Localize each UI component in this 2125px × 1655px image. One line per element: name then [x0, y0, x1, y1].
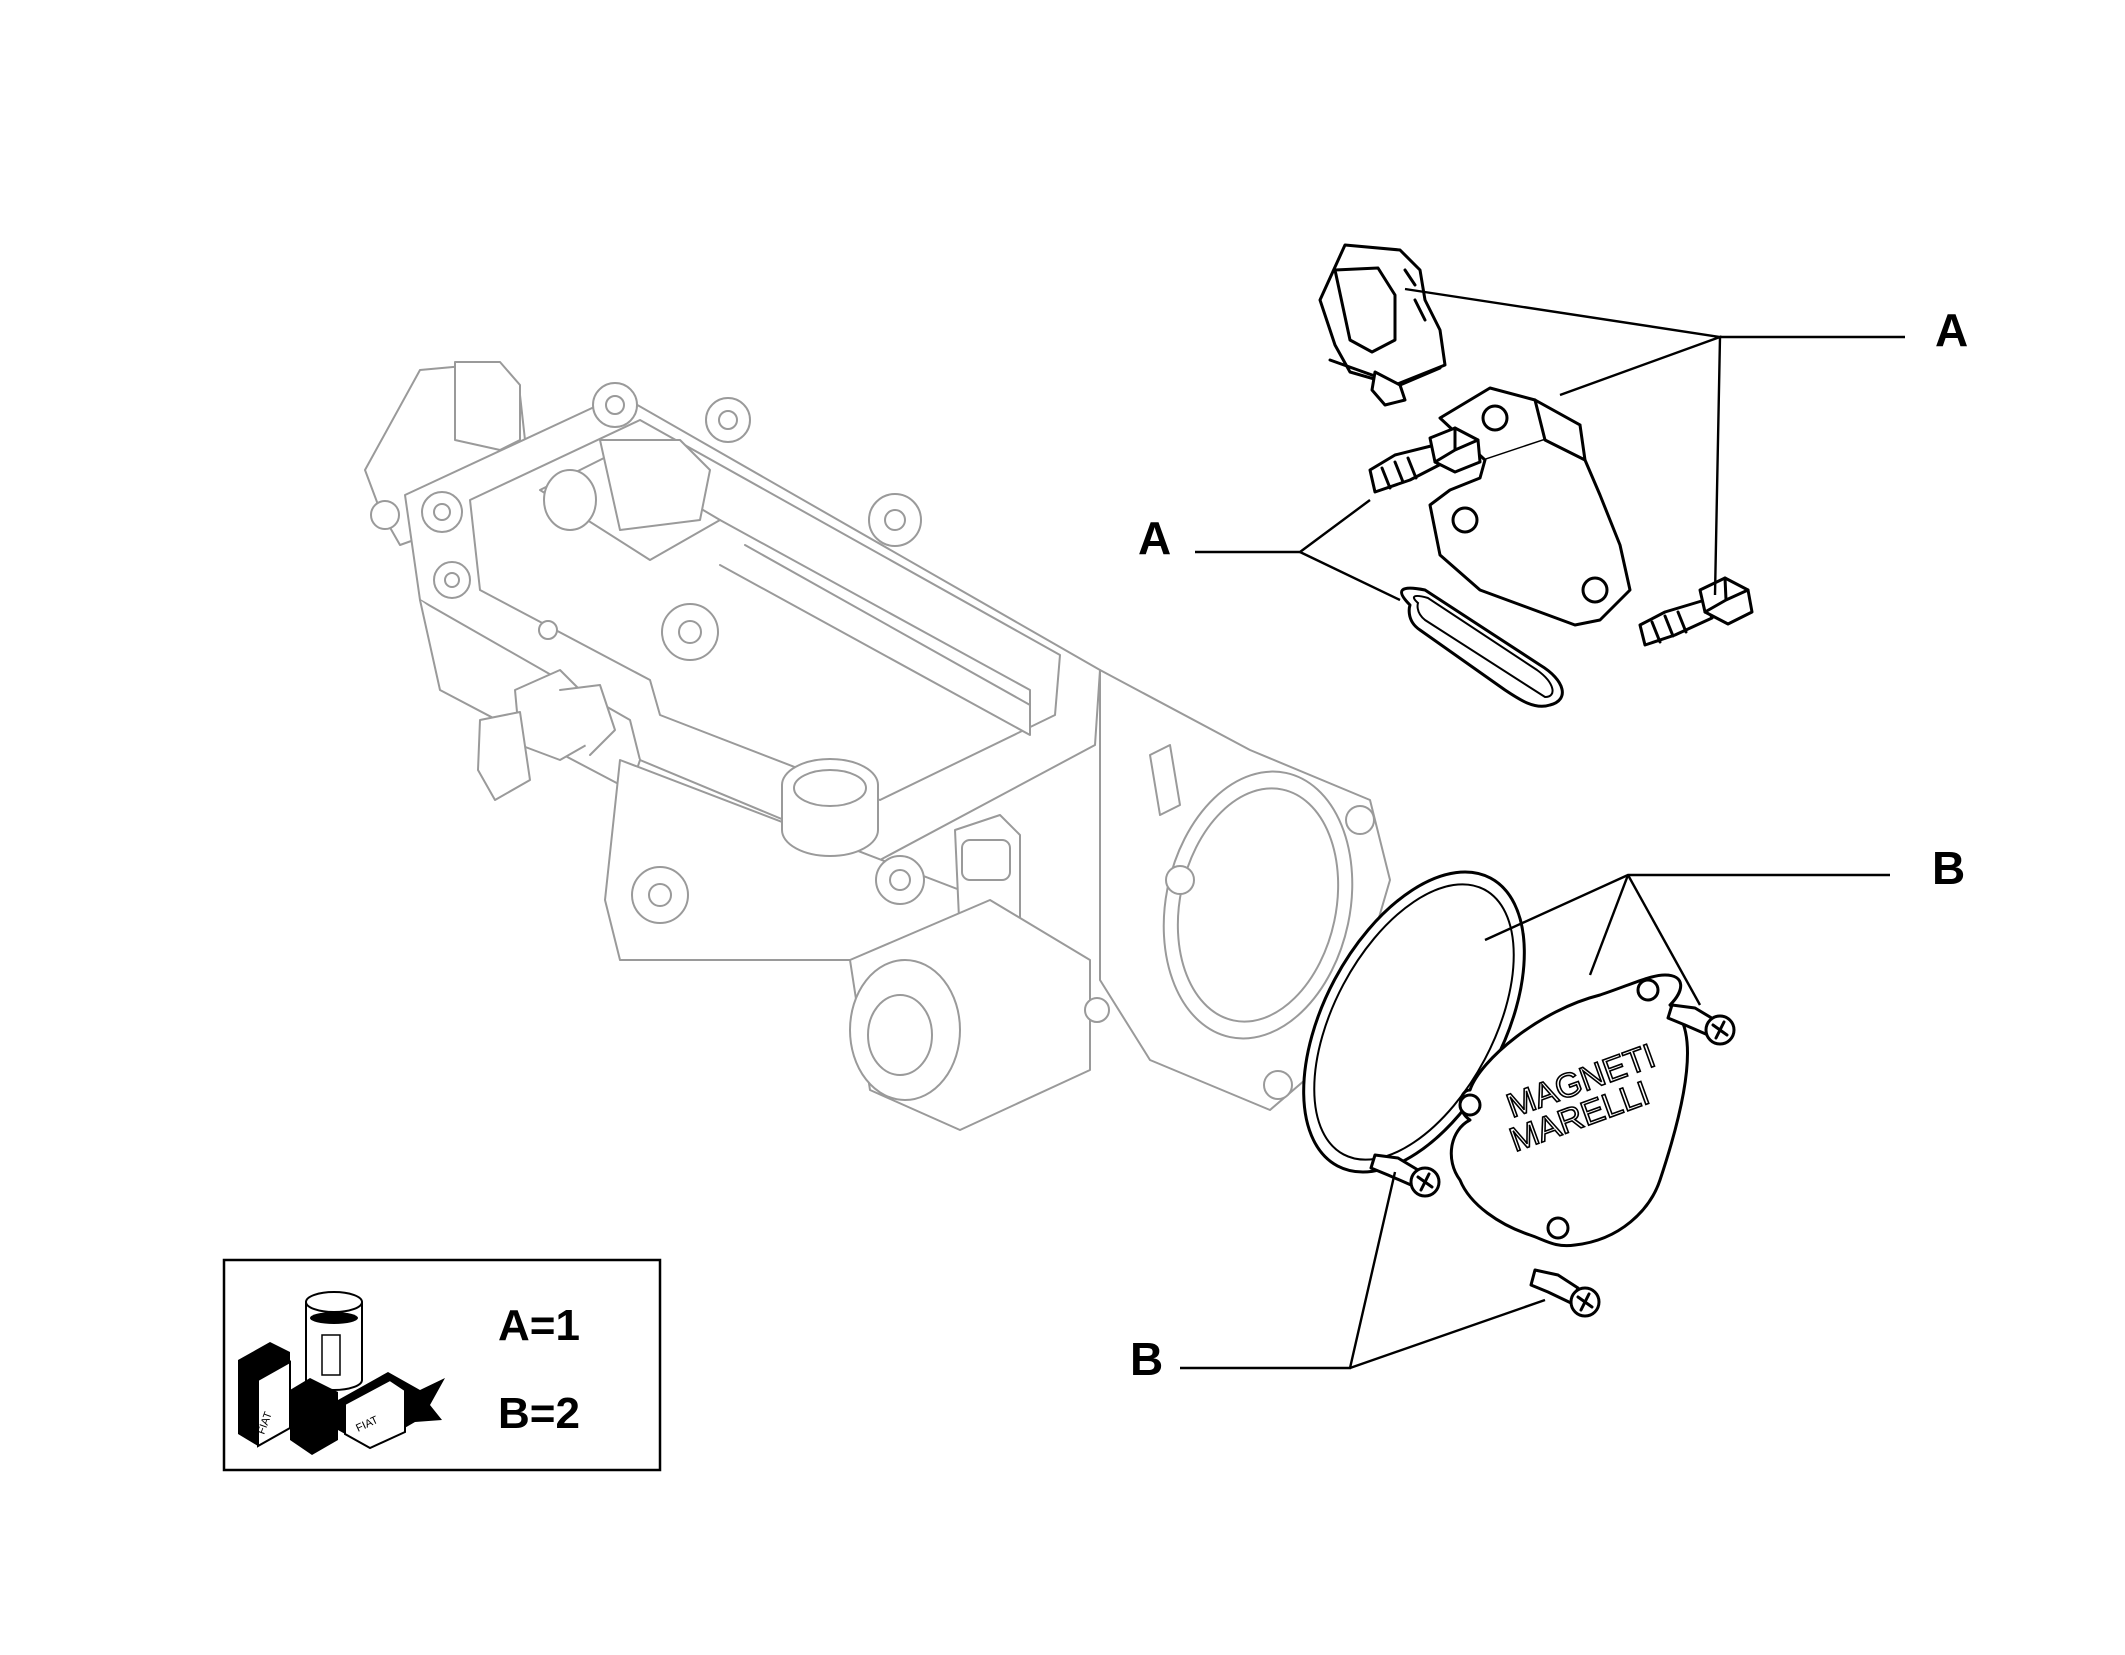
group-b-parts: MAGNETI MARELLI [1302, 870, 1736, 1318]
legend-entry-a: A=1 [498, 1301, 580, 1350]
callout-a-top: A [1935, 304, 1968, 356]
bolt-a-lower [1638, 576, 1754, 647]
callout-b-top: B [1932, 842, 1965, 894]
oval-gasket [1400, 586, 1564, 708]
magneti-marelli-cover-plate: MAGNETI MARELLI [1449, 973, 1689, 1248]
angle-bracket-plate [1428, 386, 1632, 627]
screw-b-upper [1666, 1003, 1736, 1046]
leader-lines [1180, 287, 1905, 1370]
bolt-a-upper [1368, 426, 1482, 494]
group-a-parts [1318, 243, 1754, 708]
callout-a-left: A [1138, 512, 1171, 564]
ghosted-housing-assembly [364, 361, 1391, 1131]
screw-b-left [1369, 1153, 1441, 1198]
quantity-legend: FIAT FIAT A=1 B=2 [222, 1258, 662, 1472]
sensor-retaining-clip [1318, 243, 1447, 407]
callout-b-bottom: B [1130, 1333, 1163, 1385]
callout-labels: A A B B [1130, 304, 1968, 1385]
legend-entry-b: B=2 [498, 1389, 580, 1438]
screw-b-lower [1529, 1268, 1601, 1318]
spare-parts-kit-icon: FIAT FIAT [238, 1291, 445, 1455]
